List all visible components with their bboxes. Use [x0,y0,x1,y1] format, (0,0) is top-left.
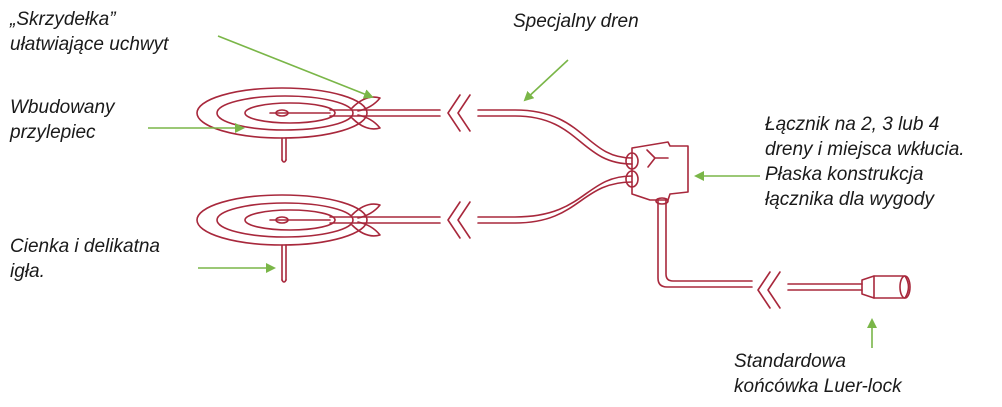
bottom-infusion-site [196,194,441,283]
luer-label-line-2: końcówka Luer-lock [734,376,902,397]
tubing [477,109,863,291]
needle-label-line-2: igła. [10,261,45,282]
adhesive-label: Wbudowany przylepiec [10,95,115,145]
luer-label: Standardowa końcówka Luer-lock [734,349,902,399]
wings-pointer-arrow [217,35,374,99]
wings-label: „Skrzydełka” ułatwiające uchwyt [10,7,168,57]
connector [625,141,689,205]
tube-break-marks [447,94,781,309]
tubing-label: Specjalny dren [513,9,639,34]
top-infusion-site [196,87,441,163]
connector-label-line-3: Płaska konstrukcja [765,164,924,185]
connector-label-line-1: Łącznik na 2, 3 lub 4 [765,114,940,135]
adhesive-label-line-1: Wbudowany [10,97,115,118]
adhesive-label-line-2: przylepiec [10,122,96,143]
wings-label-line-2: ułatwiające uchwyt [10,34,169,55]
connector-label: Łącznik na 2, 3 lub 4 dreny i miejsca wk… [765,112,965,212]
tubing-pointer-arrow [523,59,569,102]
connector-label-line-2: dreny i miejsca wkłucia. [765,139,965,160]
wings-label-line-1: „Skrzydełka” [10,9,116,30]
connector-label-line-4: łącznika dla wygody [765,189,934,210]
tubing-label-line-1: Specjalny dren [513,11,639,32]
needle-label-line-1: Cienka i delikatna [10,236,160,257]
luer-label-line-1: Standardowa [734,351,846,372]
luer-lock-fitting [861,275,911,299]
needle-label: Cienka i delikatna igła. [10,234,160,284]
